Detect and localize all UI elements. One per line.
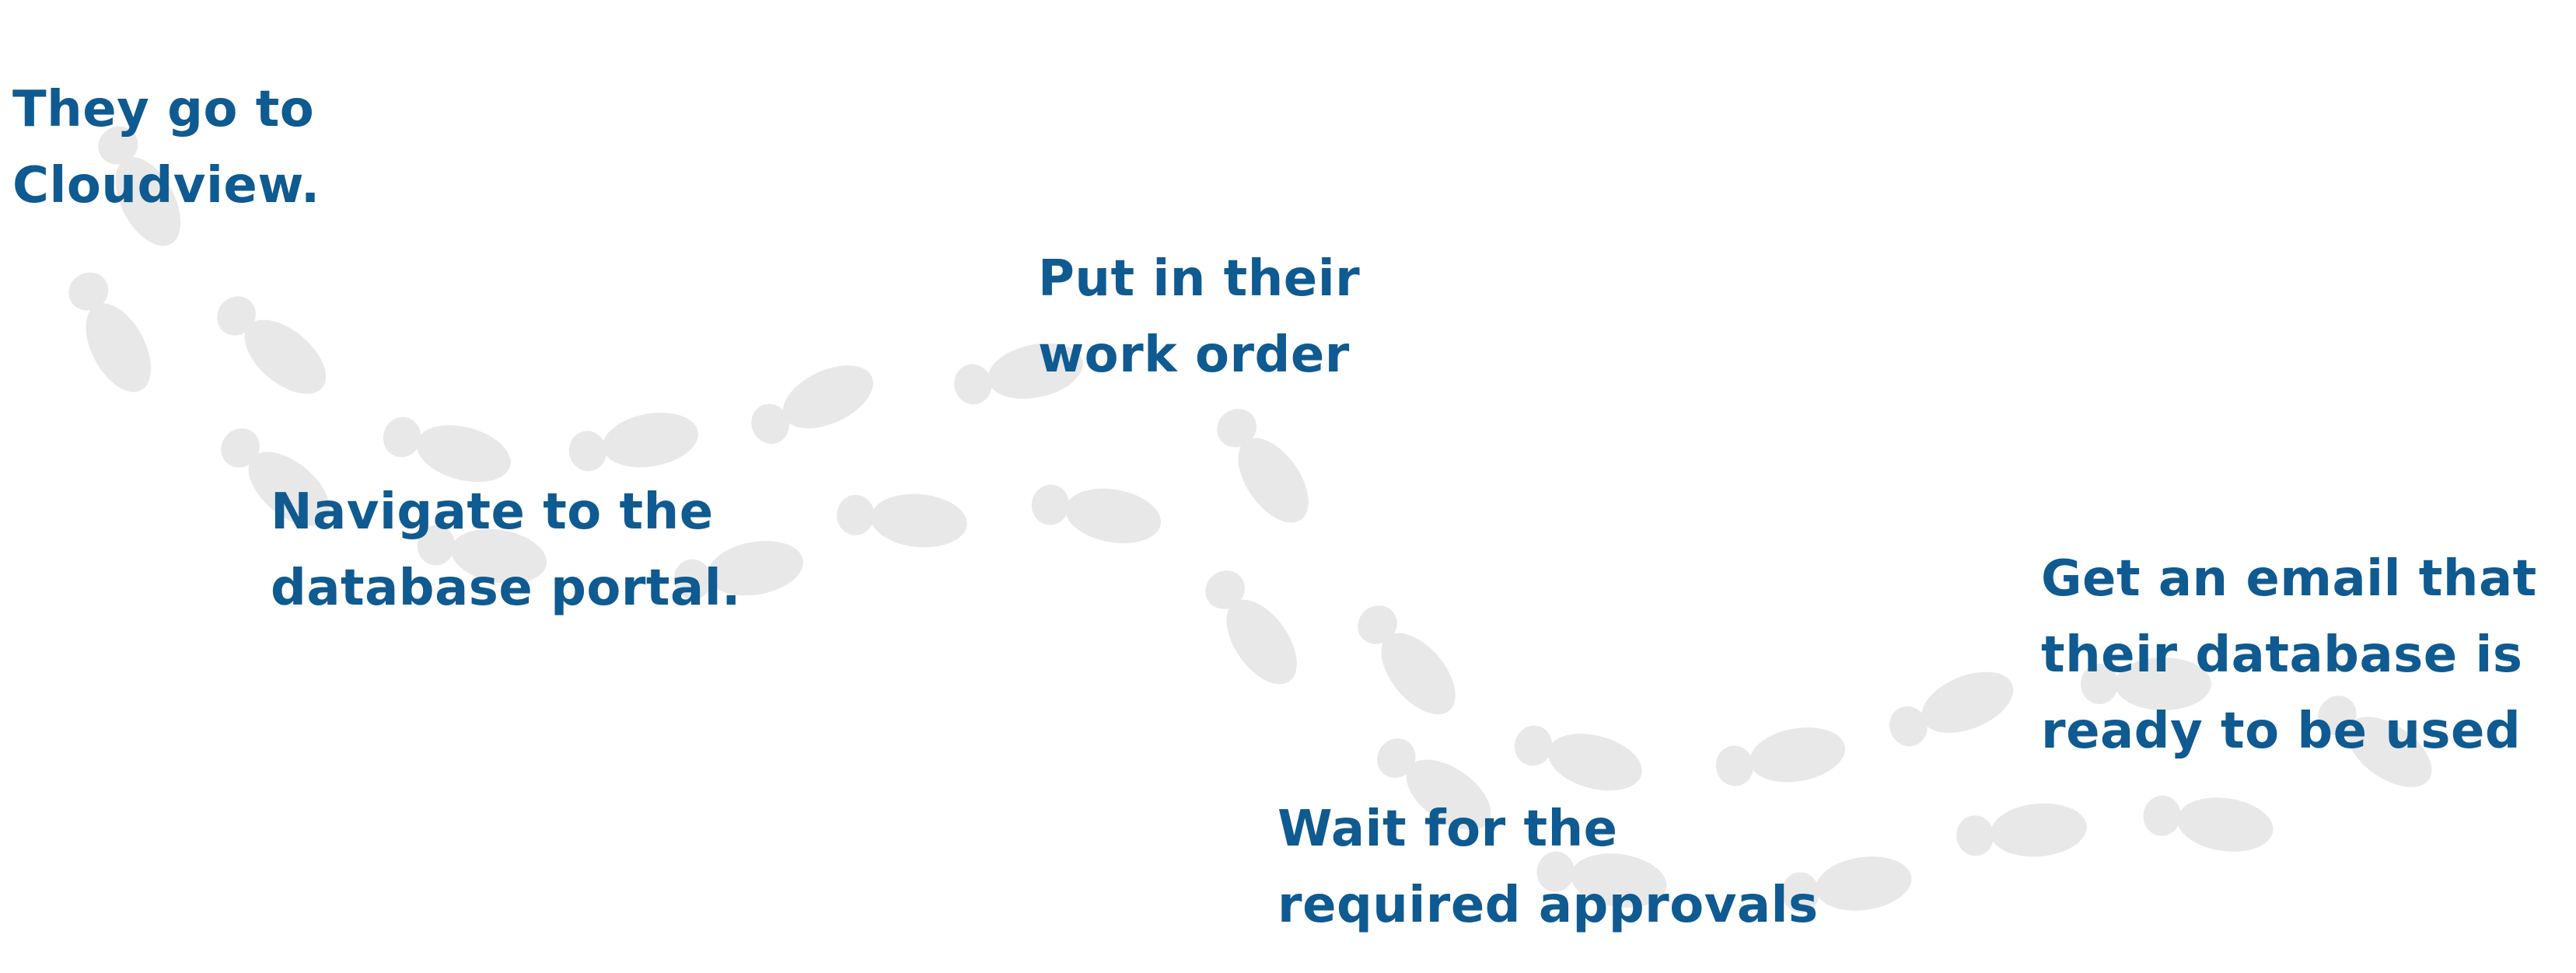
shoe-print-icon xyxy=(417,525,547,584)
step-4-text: Wait for the required approvals xyxy=(1278,791,1819,943)
step-1-text: They go to Cloudview. xyxy=(12,71,320,224)
shoe-print-icon xyxy=(98,126,181,246)
shoe-print-icon xyxy=(1715,727,1846,786)
shoe-print-icon xyxy=(837,493,967,548)
shoe-print-icon xyxy=(68,272,152,392)
shoe-print-icon xyxy=(217,296,327,394)
shoe-print-icon xyxy=(1536,851,1667,908)
shoe-print-icon xyxy=(1358,605,1456,715)
step-2-text: Navigate to the database portal. xyxy=(271,474,741,626)
shoe-print-icon xyxy=(2143,795,2274,852)
shoe-print-icon xyxy=(383,417,511,483)
shoe-print-icon xyxy=(1217,409,1309,523)
shoe-print-icon xyxy=(1031,484,1162,543)
step-4-line-2: required approvals xyxy=(1278,877,1819,934)
shoe-print-icon xyxy=(751,365,873,445)
step-2-line-1: Navigate to the xyxy=(271,483,714,541)
shoe-print-icon xyxy=(1956,803,2087,857)
shoe-print-icon xyxy=(2081,657,2211,710)
step-3-text: Put in their work order xyxy=(1038,241,1360,393)
shoe-print-icon xyxy=(2318,696,2432,787)
step-1-line-1: They go to xyxy=(12,81,315,138)
step-5-text: Get an email that their database is read… xyxy=(2041,541,2537,769)
shoe-print-icon xyxy=(1205,570,1297,685)
step-2-line-2: database portal. xyxy=(271,560,741,617)
step-1-line-2: Cloudview. xyxy=(12,157,320,214)
shoe-print-icon xyxy=(673,541,804,600)
shoe-print-icon xyxy=(1514,725,1642,791)
shoe-print-icon xyxy=(1377,738,1491,830)
step-3-line-2: work order xyxy=(1038,326,1350,384)
step-5-line-1: Get an email that xyxy=(2041,550,2537,608)
step-5-line-3: ready to be used xyxy=(2041,703,2522,760)
step-4-line-1: Wait for the xyxy=(1278,800,1618,858)
step-3-line-1: Put in their xyxy=(1038,250,1361,308)
shoe-print-icon xyxy=(1781,856,1912,913)
shoe-print-icon xyxy=(954,343,1083,405)
shoe-print-icon xyxy=(1889,671,2014,747)
shoe-print-icon xyxy=(568,413,699,472)
step-5-line-2: their database is xyxy=(2041,626,2523,684)
shoe-print-icon xyxy=(221,428,330,526)
